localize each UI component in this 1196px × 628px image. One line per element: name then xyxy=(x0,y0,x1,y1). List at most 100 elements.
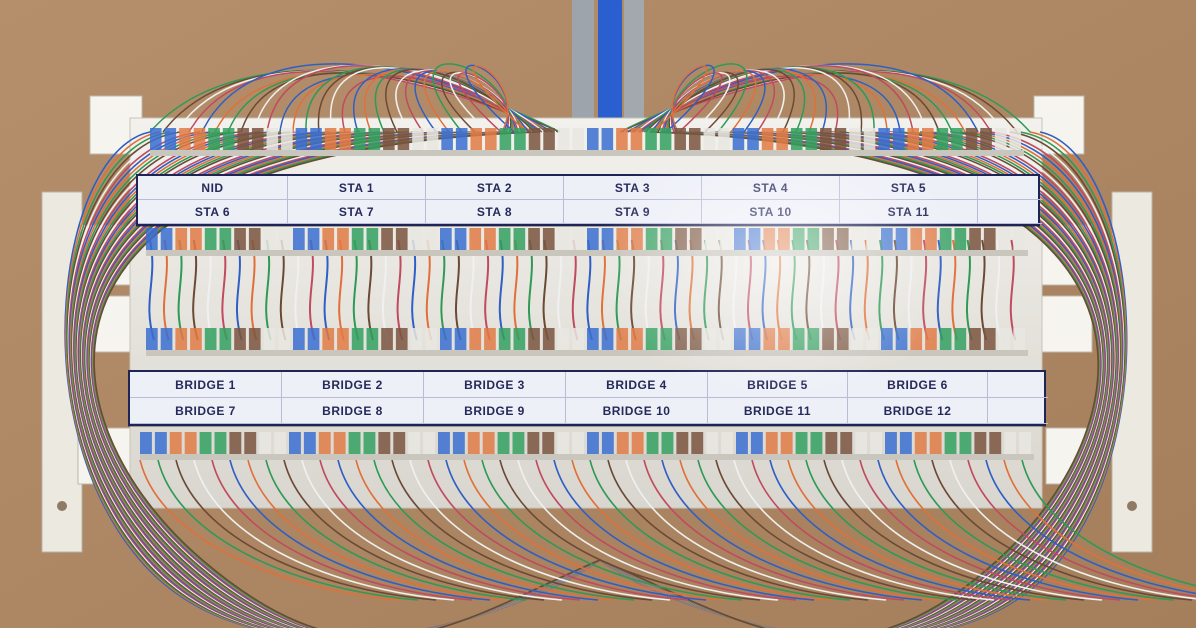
label-cell: STA 2 xyxy=(426,176,564,200)
wire xyxy=(949,459,1196,600)
terminal-clip xyxy=(278,328,290,350)
terminal-clip xyxy=(718,128,730,150)
terminal-clip xyxy=(825,432,838,454)
terminal-clip xyxy=(703,128,716,150)
label-cell: STA 8 xyxy=(426,200,564,224)
terminal-clip xyxy=(219,328,232,350)
terminal-clip xyxy=(974,432,987,454)
terminal-clip xyxy=(237,128,249,150)
terminal-clip xyxy=(805,128,818,150)
terminal-clip xyxy=(1013,228,1025,250)
terminal-clip xyxy=(469,328,482,350)
wire xyxy=(139,459,401,601)
terminal-clip xyxy=(169,432,182,454)
terminal-clip xyxy=(199,432,212,454)
wire xyxy=(409,459,671,601)
label-cell: STA 1 xyxy=(288,176,426,200)
terminal-clip xyxy=(214,432,227,454)
terminal-clip xyxy=(542,432,555,454)
terminal-clip xyxy=(366,228,379,250)
terminal-clip xyxy=(951,128,963,150)
terminal-clip xyxy=(204,328,217,350)
terminal-clip xyxy=(175,328,188,350)
terminal-clip xyxy=(795,432,808,454)
terminal-clip xyxy=(164,128,177,150)
terminal-clip xyxy=(190,328,202,350)
terminal-clip xyxy=(140,432,152,454)
wire xyxy=(652,65,708,133)
terminal-clip xyxy=(601,432,614,454)
terminal-clip xyxy=(381,228,393,250)
terminal-clip xyxy=(393,432,406,454)
terminal-clip xyxy=(587,128,599,150)
terminal-clip xyxy=(281,128,293,150)
label-cell: BRIDGE 10 xyxy=(566,398,708,424)
terminal-clip xyxy=(820,128,832,150)
terminal-clip xyxy=(348,432,361,454)
wire xyxy=(391,459,653,601)
terminal-clip xyxy=(1004,432,1017,454)
label-cell xyxy=(988,372,1048,398)
terminal-clip xyxy=(498,228,511,250)
terminal-base xyxy=(140,454,1034,460)
terminal-base xyxy=(150,150,1024,156)
terminal-clip xyxy=(572,432,584,454)
terminal-clip xyxy=(423,432,435,454)
wire xyxy=(643,459,905,601)
terminal-clip xyxy=(855,432,868,454)
terminal-clip xyxy=(337,228,349,250)
terminal-clip xyxy=(885,432,897,454)
terminal-clip xyxy=(454,228,467,250)
terminal-clip xyxy=(337,328,349,350)
label-cell: BRIDGE 8 xyxy=(282,398,424,424)
terminal-clip xyxy=(307,228,320,250)
label-cell: STA 7 xyxy=(288,200,426,224)
wire xyxy=(841,459,1103,601)
terminal-clip xyxy=(485,128,497,150)
terminal-clip xyxy=(557,128,570,150)
terminal-clip xyxy=(959,432,972,454)
label-cell: BRIDGE 6 xyxy=(848,372,988,398)
wire xyxy=(157,459,419,601)
wire xyxy=(265,459,527,601)
wire xyxy=(787,459,1049,601)
terminal-clip xyxy=(193,128,206,150)
wire xyxy=(211,459,473,601)
terminal-clip xyxy=(878,128,890,150)
terminal-clip xyxy=(425,228,437,250)
label-cell: BRIDGE 2 xyxy=(282,372,424,398)
terminal-clip xyxy=(324,128,337,150)
terminal-clip xyxy=(616,432,629,454)
terminal-clip xyxy=(484,228,496,250)
terminal-clip xyxy=(840,432,853,454)
terminal-clip xyxy=(363,432,376,454)
terminal-clip xyxy=(954,328,967,350)
terminal-clip xyxy=(266,128,279,150)
label-cell: BRIDGE 3 xyxy=(424,372,566,398)
terminal-clip xyxy=(983,328,996,350)
terminal-clip xyxy=(378,432,391,454)
terminal-clip xyxy=(863,128,876,150)
terminal-clip xyxy=(849,128,861,150)
terminal-clip xyxy=(810,432,823,454)
terminal-clip xyxy=(410,228,423,250)
wire xyxy=(913,459,1175,601)
terminal-clip xyxy=(208,128,220,150)
terminal-clip xyxy=(497,432,510,454)
terminal-clip xyxy=(542,228,555,250)
terminal-clip xyxy=(645,128,657,150)
wire xyxy=(1021,459,1196,587)
wire xyxy=(715,459,977,601)
terminal-clip xyxy=(259,432,272,454)
terminal-clip xyxy=(514,128,526,150)
terminal-clip xyxy=(190,228,202,250)
terminal-clip xyxy=(469,228,482,250)
wire xyxy=(283,459,545,601)
terminal-clip xyxy=(351,228,364,250)
wire xyxy=(229,459,491,601)
terminal-clip xyxy=(899,432,912,454)
label-cell: NID xyxy=(138,176,288,200)
label-cell: STA 3 xyxy=(564,176,702,200)
terminal-clip xyxy=(454,328,467,350)
